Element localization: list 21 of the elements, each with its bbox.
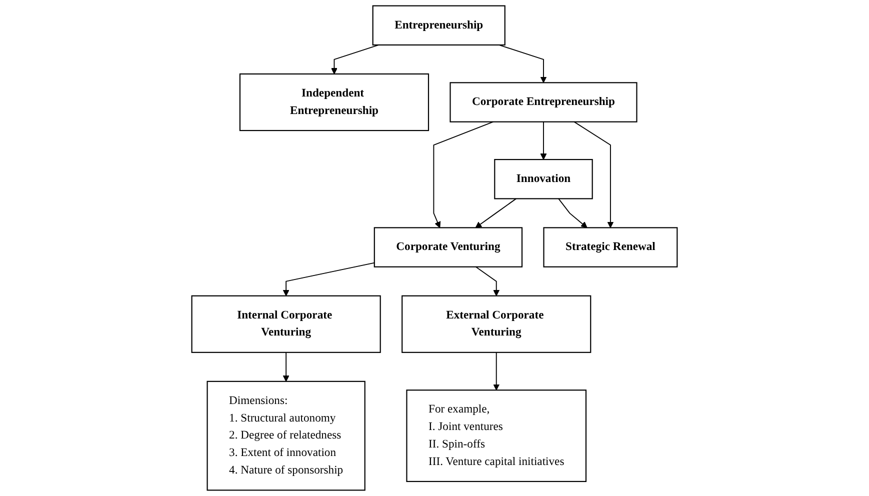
arrow: [282, 352, 290, 382]
arrow: [282, 262, 375, 296]
arrow: [493, 352, 500, 390]
node-box: Independent Entrepreneurship: [239, 73, 430, 132]
node-box: Entrepreneurship: [372, 5, 506, 46]
node-box: Corporate Entrepreneurship: [450, 82, 638, 122]
arrow: [574, 121, 614, 228]
node-box: External Corporate Venturing: [402, 295, 592, 353]
arrow: [498, 44, 547, 83]
node-box: For example, I. Joint ventures II. Spin-offs III. Venture capital initiatives: [406, 390, 587, 482]
arrow: [475, 266, 500, 296]
arrow: [540, 121, 547, 160]
arrow: [558, 198, 588, 228]
node-box: Corporate Venturing: [374, 227, 523, 268]
node-box: Internal Corporate Venturing: [191, 295, 381, 353]
arrow: [331, 44, 380, 74]
node-box: Strategic Renewal: [543, 227, 678, 268]
node-box: Innovation: [494, 158, 593, 200]
arrow: [433, 121, 494, 228]
node-box: Dimensions: 1. Structural autonomy 2. Degree of relatedness 3. Extent of innovation 4. Nature of sponsorship: [206, 380, 366, 491]
arrow: [475, 198, 517, 228]
